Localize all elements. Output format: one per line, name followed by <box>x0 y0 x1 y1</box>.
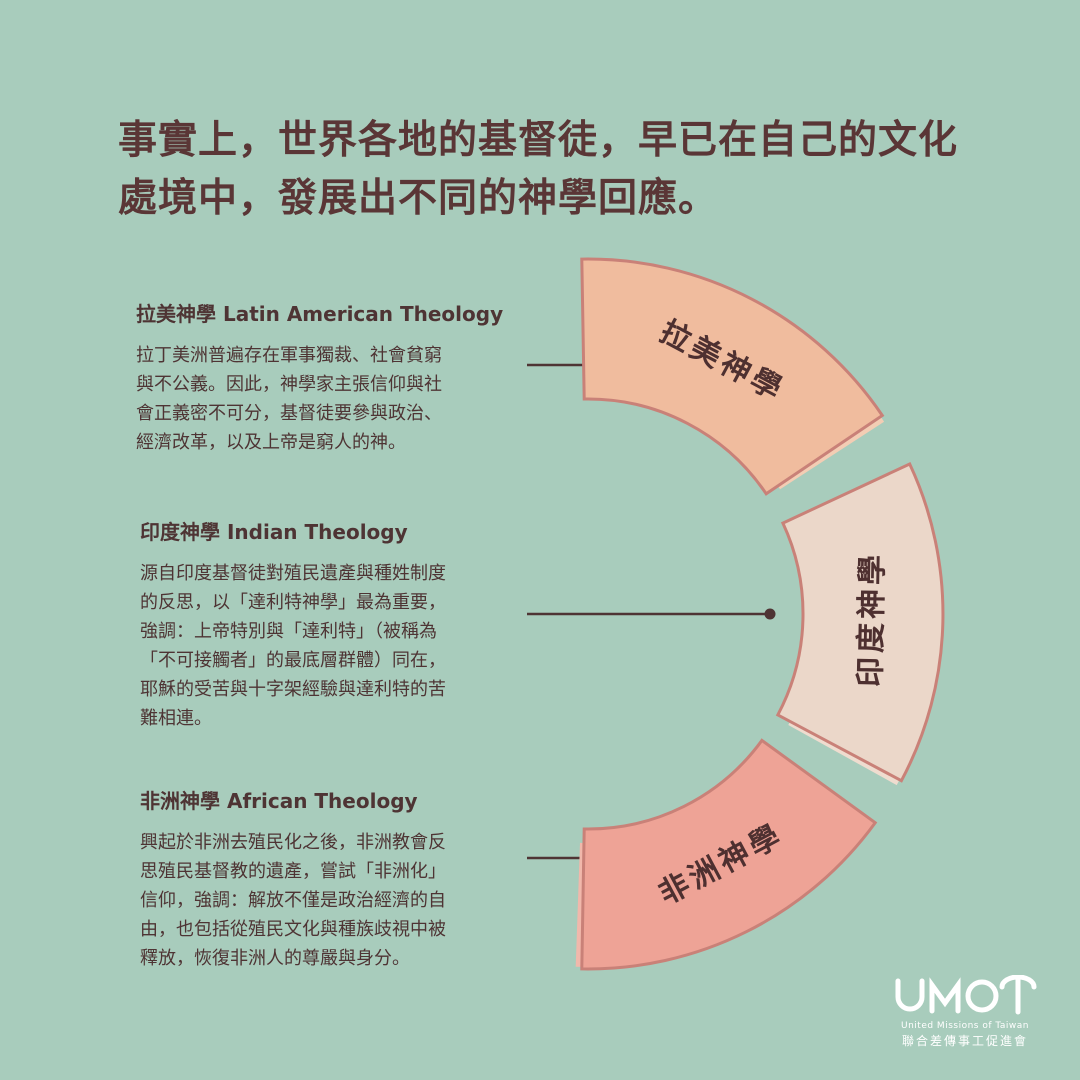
section-title: 非洲神學 African Theology <box>140 789 418 813</box>
section-title: 印度神學 Indian Theology <box>140 520 408 544</box>
section-line: 信仰，強調：解放不僅是政治經濟的自 <box>140 890 446 911</box>
section-line: 釋放，恢復非洲人的尊嚴與身分。 <box>140 948 410 969</box>
connector-dot-indian <box>764 608 776 620</box>
segment-fill <box>777 464 943 781</box>
segment-indian: 印度神學 <box>775 462 945 786</box>
section-line: 強調：上帝特別與「達利特」（被稱為 <box>140 621 437 642</box>
section-line: 的反思，以「達利特神學」最為重要， <box>140 592 446 613</box>
logo-chinese-name: 聯合差傳事工促進會 <box>901 1034 1028 1048</box>
segment-latin-american: 拉美神學 <box>580 257 885 496</box>
segment-outline <box>775 462 945 783</box>
section-line: 源自印度基督徒對殖民遺產與種姓制度 <box>140 563 446 584</box>
segment-african: 非洲神學 <box>575 738 878 971</box>
headline-line-2: 處境中，發展出不同的神學回應。 <box>118 176 719 221</box>
umot-logo-mark <box>895 974 1037 1015</box>
section-line: 會正義密不可分，基督徒要參與政治、 <box>136 403 442 424</box>
section-line: 耶穌的受苦與十字架經驗與達利特的苦 <box>140 679 446 700</box>
segment-outline <box>580 738 878 971</box>
headline: 事實上，世界各地的基督徒，早已在自己的文化 處境中，發展出不同的神學回應。 <box>118 112 998 228</box>
section-latin-american: 拉美神學 Latin American Theology 拉丁美洲普遍存在軍事獨… <box>136 298 516 457</box>
logo-subtitle: United Missions of Taiwan <box>901 1021 1029 1031</box>
section-body: 源自印度基督徒對殖民遺產與種姓制度 的反思，以「達利特神學」最為重要， 強調：上… <box>140 559 520 733</box>
section-line: 由，也包括從殖民文化與種族歧視中被 <box>140 919 446 940</box>
section-african: 非洲神學 African Theology 興起於非洲去殖民化之後，非洲教會反 … <box>140 785 520 973</box>
section-indian: 印度神學 Indian Theology 源自印度基督徒對殖民遺產與種姓制度 的… <box>140 516 520 733</box>
section-line: 拉丁美洲普遍存在軍事獨裁、社會貧窮 <box>136 345 442 366</box>
section-line: 思殖民基督教的遺產，嘗試「非洲化」 <box>140 861 446 882</box>
segment-outline <box>580 257 885 496</box>
segment-fill <box>581 740 876 969</box>
headline-line-1: 事實上，世界各地的基督徒，早已在自己的文化 <box>118 118 959 163</box>
section-line: 與不公義。因此，神學家主張信仰與社 <box>136 374 442 395</box>
segment-fill <box>581 259 883 494</box>
section-line: 興起於非洲去殖民化之後，非洲教會反 <box>140 832 446 853</box>
section-line: 難相連。 <box>140 708 212 729</box>
umot-logo: United Missions of Taiwan 聯合差傳事工促進會 <box>880 974 1050 1049</box>
section-body: 興起於非洲去殖民化之後，非洲教會反 思殖民基督教的遺產，嘗試「非洲化」 信仰，強… <box>140 828 520 973</box>
segment-label: 印度神學 <box>853 551 890 688</box>
section-line: 經濟改革，以及上帝是窮人的神。 <box>136 432 406 453</box>
section-title: 拉美神學 Latin American Theology <box>136 302 504 326</box>
section-line: 「不可接觸者」的最底層群體）同在， <box>140 650 446 671</box>
section-body: 拉丁美洲普遍存在軍事獨裁、社會貧窮 與不公義。因此，神學家主張信仰與社 會正義密… <box>136 341 516 457</box>
